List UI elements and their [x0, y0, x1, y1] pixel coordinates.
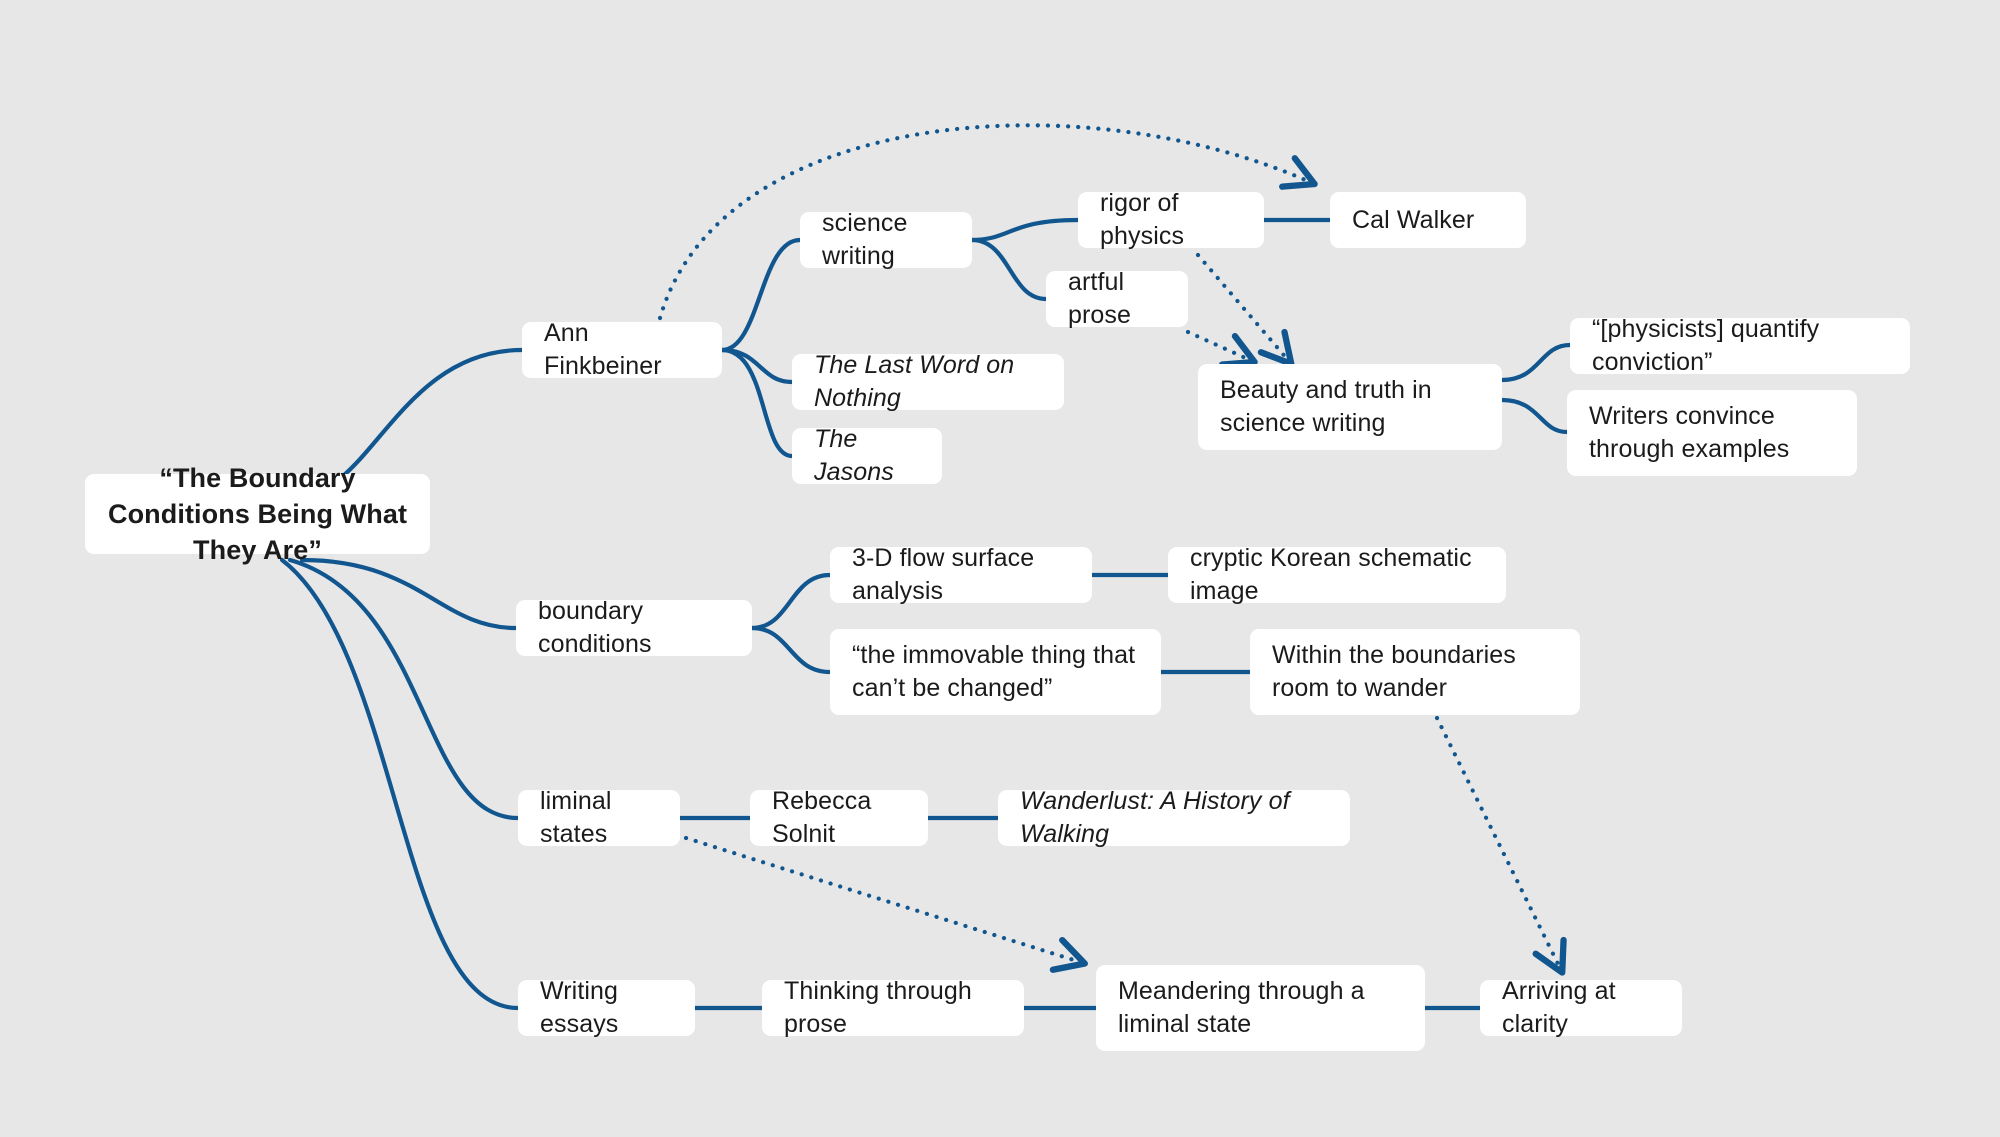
node-cal-walker-label: Cal Walker — [1352, 205, 1475, 234]
node-wanderlust-label: Wanderlust: A History of Walking — [1020, 787, 1290, 848]
edge-rigor-beauty-dotted — [1195, 252, 1295, 367]
node-cryptic-korean-schematic-label: cryptic Korean schematic image — [1190, 544, 1472, 605]
edge-ann-jasons — [719, 347, 795, 459]
node-3d-flow-surface-analysis-label: 3-D flow surface analysis — [852, 544, 1035, 605]
node-immovable-thing[interactable]: “the immovable thing that can’t be chang… — [830, 629, 1161, 715]
edge-ann-lastword — [719, 347, 795, 385]
node-liminal-states-label: liminal states — [540, 787, 612, 848]
node-the-last-word-on-nothing[interactable]: The Last Word on Nothing — [792, 351, 1064, 412]
node-rigor-of-physics[interactable]: rigor of physics — [1078, 189, 1264, 250]
node-writing-essays-label: Writing essays — [540, 977, 619, 1038]
edge-within-arriving-dotted — [1434, 715, 1567, 976]
edge-science-artful — [969, 237, 1049, 302]
node-within-the-boundaries[interactable]: Within the boundaries room to wander — [1250, 629, 1580, 715]
node-meandering-liminal-state[interactable]: Meandering through a liminal state — [1096, 965, 1425, 1051]
node-root[interactable]: “The Boundary Conditions Being What They… — [85, 463, 430, 565]
node-3d-flow-surface-analysis[interactable]: 3-D flow surface analysis — [830, 544, 1092, 605]
edge-artful-beauty-dotted — [1185, 329, 1258, 368]
solid-connectors — [279, 217, 1573, 1011]
node-cryptic-korean-schematic[interactable]: cryptic Korean schematic image — [1168, 544, 1506, 605]
node-root-label: “The Boundary Conditions Being What They… — [107, 462, 408, 566]
node-cal-walker[interactable]: Cal Walker — [1330, 192, 1526, 248]
node-thinking-through-prose-label: Thinking through prose — [784, 977, 972, 1038]
edge-liminal-meandering-dotted — [683, 835, 1088, 973]
node-boundary-conditions[interactable]: boundary conditions — [516, 597, 752, 658]
node-quantify-conviction-label: “[physicists] quantify conviction” — [1592, 315, 1820, 376]
node-science-writing[interactable]: science writing — [800, 209, 972, 270]
node-the-jasons[interactable]: The Jasons — [792, 425, 942, 486]
node-rebecca-solnit[interactable]: Rebecca Solnit — [750, 787, 928, 848]
node-ann-finkbeiner[interactable]: Ann Finkbeiner — [522, 319, 722, 380]
node-writers-convince-label: Writers convince through examples — [1589, 402, 1790, 463]
node-writing-essays[interactable]: Writing essays — [518, 977, 695, 1038]
edge-beauty-writers — [1499, 397, 1570, 435]
edge-root-liminal — [287, 557, 521, 821]
node-wanderlust[interactable]: Wanderlust: A History of Walking — [998, 787, 1350, 848]
edge-root-boundary — [299, 557, 519, 631]
node-artful-prose[interactable]: artful prose — [1046, 268, 1188, 329]
node-thinking-through-prose[interactable]: Thinking through prose — [762, 977, 1024, 1038]
node-arriving-at-clarity[interactable]: Arriving at clarity — [1480, 977, 1682, 1038]
node-artful-prose-label: artful prose — [1068, 268, 1132, 329]
node-quantify-conviction[interactable]: “[physicists] quantify conviction” — [1570, 315, 1910, 376]
node-writers-convince[interactable]: Writers convince through examples — [1567, 390, 1857, 476]
node-meandering-liminal-state-label: Meandering through a liminal state — [1118, 977, 1365, 1038]
node-the-last-word-on-nothing-label: The Last Word on Nothing — [814, 351, 1015, 412]
node-within-the-boundaries-label: Within the boundaries room to wander — [1272, 641, 1516, 702]
edge-root-writing — [279, 557, 521, 1011]
node-beauty-and-truth-label: Beauty and truth in science writing — [1220, 376, 1432, 437]
edge-science-rigor — [969, 217, 1081, 243]
node-boundary-conditions-label: boundary conditions — [538, 597, 652, 658]
edge-boundary-immovable — [749, 625, 833, 675]
node-liminal-states[interactable]: liminal states — [518, 787, 680, 848]
node-rigor-of-physics-label: rigor of physics — [1100, 189, 1185, 250]
node-rebecca-solnit-label: Rebecca Solnit — [772, 787, 872, 848]
edge-ann-science — [719, 237, 803, 353]
node-ann-finkbeiner-label: Ann Finkbeiner — [544, 319, 662, 380]
node-immovable-thing-label: “the immovable thing that can’t be chang… — [852, 641, 1136, 702]
edge-boundary-flow — [749, 572, 833, 631]
node-beauty-and-truth[interactable]: Beauty and truth in science writing — [1198, 364, 1502, 450]
node-arriving-at-clarity-label: Arriving at clarity — [1502, 977, 1616, 1038]
node-science-writing-label: science writing — [822, 209, 908, 270]
edge-beauty-quantify — [1499, 342, 1573, 383]
node-the-jasons-label: The Jasons — [814, 425, 894, 486]
